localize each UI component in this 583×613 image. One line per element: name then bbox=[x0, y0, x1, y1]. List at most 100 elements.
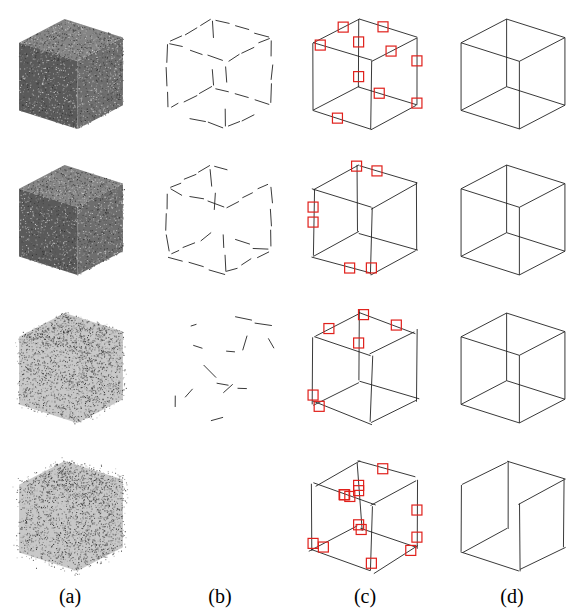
point bbox=[68, 82, 69, 83]
point bbox=[94, 117, 95, 118]
point bbox=[33, 95, 34, 96]
point bbox=[92, 87, 93, 88]
point bbox=[79, 75, 80, 76]
point bbox=[87, 95, 88, 96]
point bbox=[103, 111, 104, 112]
point bbox=[112, 56, 113, 57]
point bbox=[46, 49, 47, 50]
point bbox=[114, 83, 115, 84]
point bbox=[46, 57, 47, 58]
point bbox=[34, 105, 35, 106]
point bbox=[75, 46, 76, 47]
point bbox=[30, 52, 31, 53]
point bbox=[92, 99, 93, 100]
point bbox=[119, 99, 120, 100]
point bbox=[44, 68, 45, 69]
point bbox=[52, 31, 53, 32]
point bbox=[87, 70, 88, 71]
point bbox=[77, 24, 78, 25]
point bbox=[83, 45, 84, 46]
point bbox=[97, 34, 98, 35]
point bbox=[67, 28, 68, 29]
point bbox=[109, 111, 110, 112]
point bbox=[103, 44, 104, 45]
point bbox=[97, 81, 98, 82]
point bbox=[101, 45, 102, 46]
point bbox=[38, 87, 39, 88]
point bbox=[95, 42, 96, 43]
point bbox=[102, 48, 103, 49]
point bbox=[31, 51, 32, 52]
point bbox=[59, 34, 60, 35]
point bbox=[50, 38, 51, 39]
point bbox=[29, 50, 30, 51]
point bbox=[105, 88, 106, 89]
point bbox=[71, 40, 72, 41]
point bbox=[99, 80, 100, 81]
point bbox=[28, 89, 29, 90]
point bbox=[112, 64, 113, 65]
point bbox=[122, 52, 123, 53]
point bbox=[112, 54, 113, 55]
point bbox=[88, 59, 89, 60]
point bbox=[112, 106, 113, 107]
point bbox=[25, 53, 26, 54]
point bbox=[117, 97, 118, 98]
point bbox=[26, 54, 27, 55]
point bbox=[119, 75, 120, 76]
point bbox=[53, 41, 54, 42]
point bbox=[64, 44, 65, 45]
point bbox=[78, 52, 79, 53]
point bbox=[91, 62, 92, 63]
point bbox=[32, 104, 33, 105]
point bbox=[70, 83, 71, 84]
point bbox=[119, 67, 120, 68]
point bbox=[120, 90, 121, 91]
point bbox=[114, 47, 115, 48]
point bbox=[122, 57, 123, 58]
point bbox=[96, 62, 97, 63]
point bbox=[99, 110, 100, 111]
point bbox=[117, 73, 118, 74]
point bbox=[42, 73, 43, 74]
point bbox=[110, 40, 111, 41]
point bbox=[113, 91, 114, 92]
point bbox=[88, 121, 89, 122]
point bbox=[68, 37, 69, 38]
point bbox=[39, 91, 40, 92]
point bbox=[57, 106, 58, 107]
point bbox=[70, 21, 71, 22]
point bbox=[82, 77, 83, 78]
point bbox=[105, 100, 106, 101]
point bbox=[24, 46, 25, 47]
point bbox=[32, 37, 33, 38]
point bbox=[115, 43, 116, 44]
point bbox=[121, 72, 122, 73]
point bbox=[103, 39, 104, 40]
point bbox=[87, 117, 88, 118]
point bbox=[77, 55, 78, 56]
point bbox=[108, 88, 109, 89]
point bbox=[67, 37, 68, 38]
point bbox=[73, 77, 74, 78]
point bbox=[103, 93, 104, 94]
point bbox=[95, 33, 96, 34]
point bbox=[53, 118, 54, 119]
point bbox=[101, 62, 102, 63]
point bbox=[24, 60, 25, 61]
point bbox=[56, 38, 57, 39]
point bbox=[72, 72, 73, 73]
point bbox=[37, 101, 38, 102]
point bbox=[104, 77, 105, 78]
point bbox=[93, 54, 94, 55]
point bbox=[39, 111, 40, 112]
point bbox=[73, 100, 74, 101]
point bbox=[42, 83, 43, 84]
point bbox=[80, 63, 81, 64]
point bbox=[88, 98, 89, 99]
point bbox=[115, 49, 116, 50]
point bbox=[76, 95, 77, 96]
point bbox=[87, 32, 88, 33]
point bbox=[59, 107, 60, 108]
point bbox=[91, 100, 92, 101]
